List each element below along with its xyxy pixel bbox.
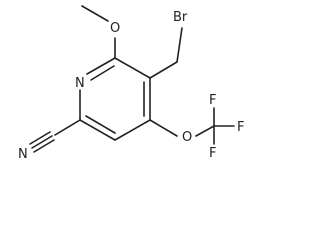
- atom-label-f-top: F: [209, 93, 216, 108]
- bonds: [29, 5, 235, 153]
- bond-c4-c5: [114, 119, 151, 141]
- atom-label-br: Br: [173, 10, 188, 25]
- atom-label-n-nitrile: N: [18, 147, 28, 162]
- bond-c3-ch2: [149, 61, 178, 79]
- bond-n-c2: [86, 57, 116, 75]
- bond-o-cf3: [195, 125, 215, 137]
- atom-label-o-methoxy: O: [110, 21, 120, 36]
- bond-c5-c6-inner: [85, 115, 116, 134]
- bond-n-c2-inner: [90, 65, 115, 81]
- bond-c2-c3: [114, 57, 151, 79]
- bond-nitrile-3: [33, 139, 55, 153]
- bond-o-ch3: [81, 5, 109, 22]
- atom-label-n-ring: N: [75, 76, 85, 91]
- atom-label-o-ether: O: [182, 130, 192, 145]
- bond-c5-c6: [79, 119, 116, 141]
- bond-nitrile-1: [31, 135, 53, 149]
- atom-label-f-bottom: F: [209, 146, 216, 161]
- atom-label-f-right: F: [237, 120, 244, 135]
- atom-labels: Br O N N O F F F: [18, 10, 244, 162]
- chemical-structure: Br O N N O F F F: [18, 5, 244, 162]
- bond-nitrile-2: [29, 131, 51, 145]
- bond-c4-o: [149, 119, 178, 137]
- bond-c6-cn: [54, 119, 81, 136]
- bond-ch2-br: [176, 27, 183, 63]
